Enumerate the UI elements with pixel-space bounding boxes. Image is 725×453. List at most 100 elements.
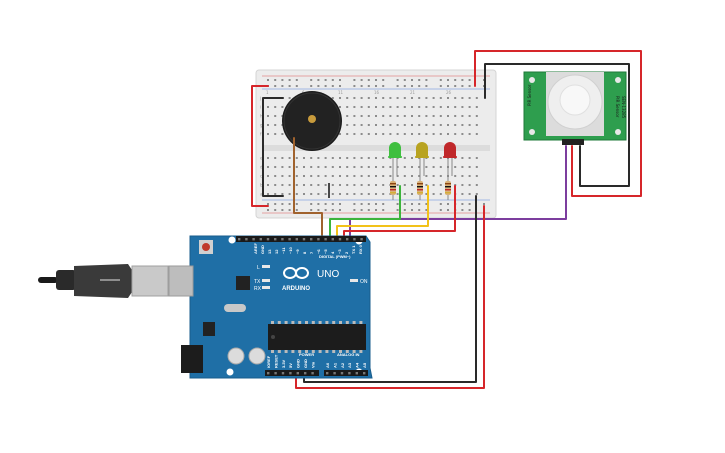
strip-hole <box>367 166 370 168</box>
red-wire-pir-vcc[interactable] <box>474 50 642 197</box>
strip-hole <box>454 97 457 99</box>
black-wire-rail-left[interactable] <box>262 97 284 197</box>
led-red[interactable] <box>443 142 457 176</box>
resistor[interactable] <box>445 176 451 200</box>
strip-hole <box>346 157 349 159</box>
red-wire-5v[interactable] <box>295 205 485 389</box>
strip-hole <box>288 97 291 99</box>
strip-hole <box>475 97 478 99</box>
strip-hole <box>454 106 457 108</box>
strip-hole <box>475 157 478 159</box>
green-wire-led-signal[interactable] <box>329 185 401 241</box>
strip-hole <box>475 133 478 135</box>
strip-hole <box>418 97 421 99</box>
strip-hole <box>375 106 377 108</box>
strip-hole <box>403 124 406 126</box>
rail-hole <box>403 85 406 87</box>
strip-hole <box>274 157 277 159</box>
strip-hole <box>367 175 370 177</box>
led-yellow[interactable] <box>415 142 429 176</box>
red-wire-rail-left[interactable] <box>251 85 269 207</box>
strip-hole <box>303 193 305 195</box>
strip-hole <box>353 133 356 135</box>
rail-hole <box>295 79 298 81</box>
strip-hole <box>303 184 305 186</box>
chip-legs <box>271 321 363 353</box>
pin-label: 13 <box>267 249 272 254</box>
rail-hole <box>317 209 320 211</box>
strip-hole <box>324 193 327 195</box>
analog-header[interactable] <box>324 370 368 376</box>
pin-label: TX 1 <box>351 245 356 254</box>
piezo-buzzer[interactable] <box>282 91 342 151</box>
strip-hole <box>411 106 413 108</box>
strip-hole <box>339 97 341 99</box>
row-letter: f <box>260 132 262 137</box>
strip-hole <box>475 175 478 177</box>
led-green[interactable] <box>388 142 402 176</box>
strip-hole <box>267 166 269 168</box>
resistor[interactable] <box>390 176 396 200</box>
strip-hole <box>389 133 392 135</box>
pin-label: GND <box>260 245 265 254</box>
strip-hole <box>403 97 406 99</box>
strip-hole <box>403 193 406 195</box>
strip-hole <box>432 133 435 135</box>
strip-hole <box>389 97 392 99</box>
rail-hole <box>353 79 356 81</box>
purple-wire-pir-signal[interactable] <box>349 145 567 241</box>
strip-hole <box>418 115 421 117</box>
strip-hole <box>411 115 413 117</box>
strip-hole <box>475 115 478 117</box>
strip-hole <box>425 184 428 186</box>
yellow-wire-led-signal[interactable] <box>336 185 429 241</box>
brown-wire-buzzer[interactable] <box>293 137 323 241</box>
rail-hole <box>468 203 471 205</box>
black-wire-pir-gnd[interactable] <box>484 63 630 187</box>
pin-label: 3.3V <box>281 359 286 368</box>
rail-hole <box>360 203 363 205</box>
rail-hole <box>317 203 320 205</box>
strip-hole <box>353 166 356 168</box>
strip-hole <box>432 166 435 168</box>
strip-hole <box>310 166 313 168</box>
rail-hole <box>339 203 341 205</box>
strip-hole <box>360 157 363 159</box>
strip-hole <box>331 166 334 168</box>
strip-hole <box>447 124 449 126</box>
resistor[interactable] <box>417 176 423 200</box>
pin-label: A3 <box>347 362 352 368</box>
strip-hole <box>403 115 406 117</box>
rail-hole <box>295 203 298 205</box>
rail-hole <box>360 209 363 211</box>
strip-hole <box>403 175 406 177</box>
rail-hole <box>360 85 363 87</box>
strip-hole <box>346 115 349 117</box>
rail-hole <box>288 79 291 81</box>
rail-hole <box>310 85 313 87</box>
usb-cable[interactable] <box>38 264 169 298</box>
strip-hole <box>475 184 478 186</box>
strip-hole <box>353 175 356 177</box>
strip-hole <box>375 193 377 195</box>
usb-connector-metal <box>131 265 169 297</box>
strip-hole <box>461 184 464 186</box>
strip-hole <box>353 157 356 159</box>
power-header[interactable] <box>265 370 319 376</box>
rail-hole <box>461 203 464 205</box>
rail-hole <box>447 79 449 81</box>
strip-hole <box>418 124 421 126</box>
rail-hole <box>468 79 471 81</box>
pir-sensor[interactable]: PIR Sensor PIR Sensor SEN-13285 <box>523 71 627 145</box>
digital-header[interactable] <box>236 236 366 242</box>
strip-hole <box>468 133 471 135</box>
strip-hole <box>382 193 385 195</box>
strip-hole <box>310 157 313 159</box>
usb-plug-body <box>74 264 132 298</box>
strip-hole <box>454 133 457 135</box>
strip-hole <box>461 193 464 195</box>
rail-hole <box>353 203 356 205</box>
